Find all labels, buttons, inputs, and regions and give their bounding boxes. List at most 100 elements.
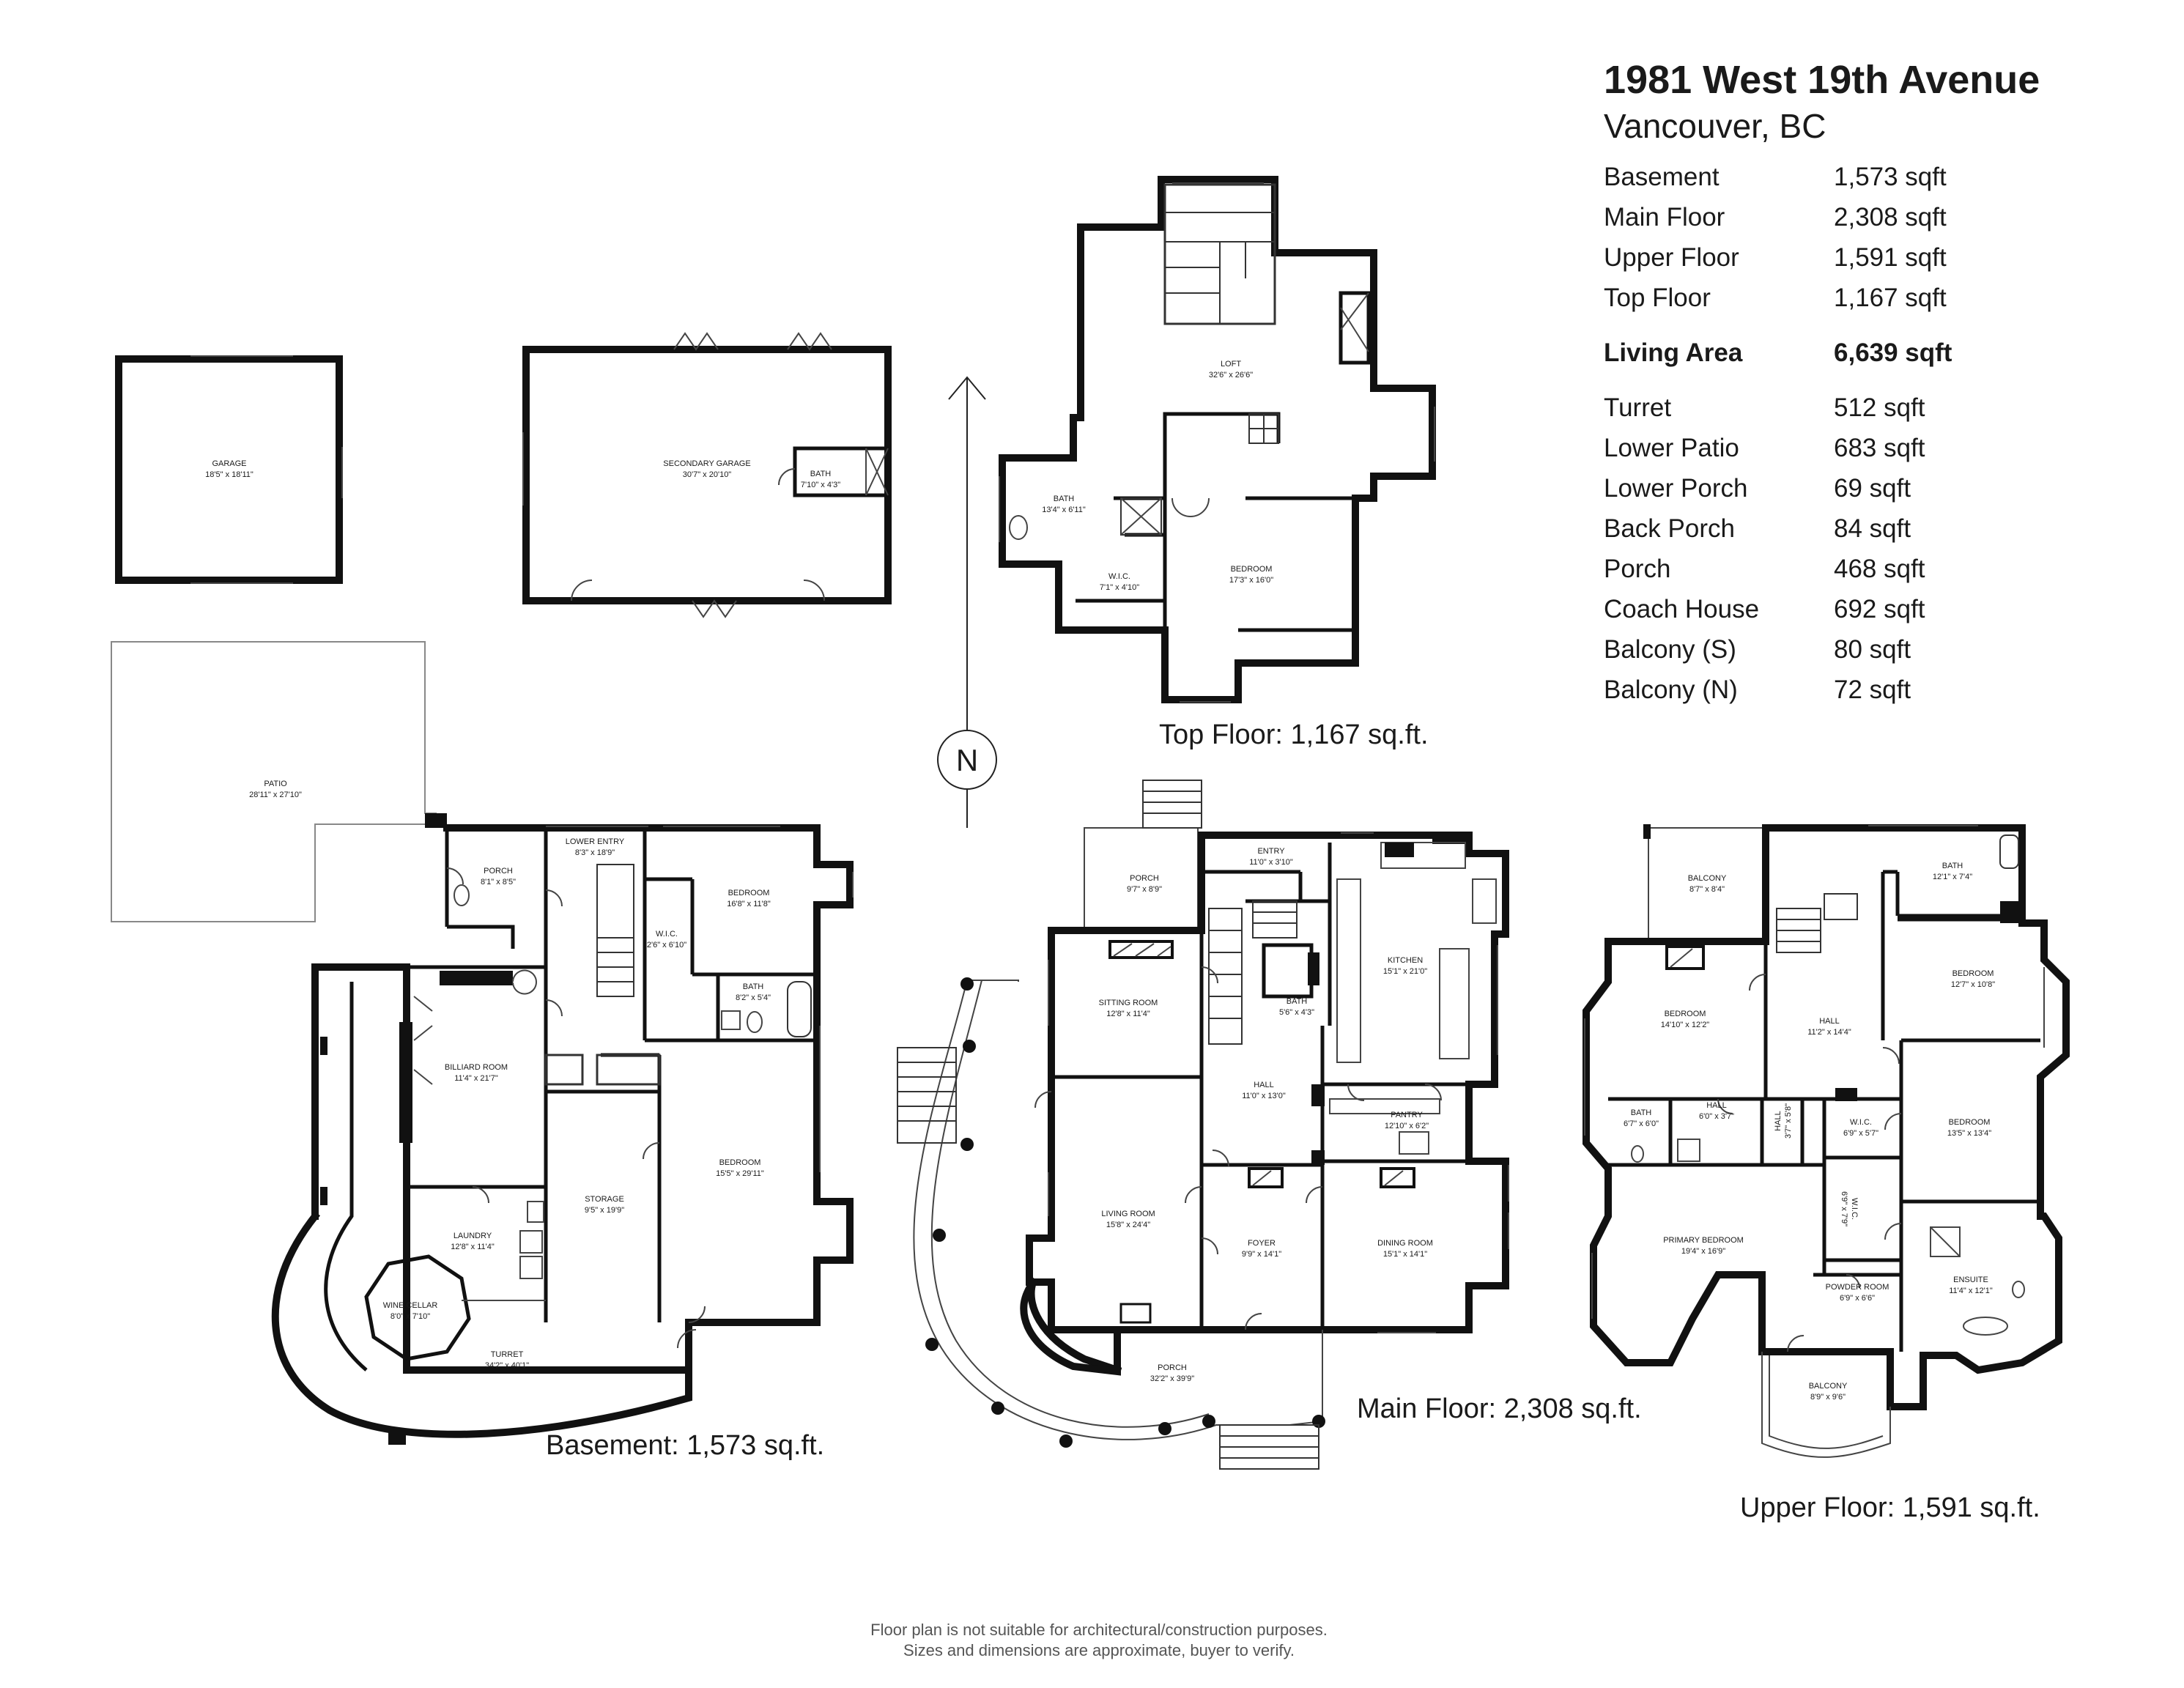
room-name: LIVING ROOM: [1101, 1210, 1155, 1218]
area-name: Upper Floor: [1604, 243, 1739, 272]
room-name: DINING ROOM: [1377, 1239, 1433, 1248]
secondary-garage-plan: [522, 332, 892, 618]
top-floor-plan: [999, 176, 1436, 703]
room-dim: 8'1" x 8'5": [481, 878, 516, 886]
room-name: W.I.C.: [1108, 572, 1130, 581]
room-dim: 12'1" x 7'4": [1933, 873, 1972, 881]
room-name: HALL: [1774, 1111, 1783, 1131]
basement-plan: [271, 824, 854, 1445]
room-name: PRIMARY BEDROOM: [1663, 1236, 1744, 1245]
area-value: 1,573 sqft: [1834, 163, 1947, 191]
north-arrow-icon: [937, 376, 997, 828]
area-name: Basement: [1604, 163, 1720, 191]
area-name: Back Porch: [1604, 514, 1735, 543]
area-name: Main Floor: [1604, 203, 1725, 232]
area-value: 84 sqft: [1834, 514, 1911, 543]
room-dim: 3'7" x 5'8": [1784, 1103, 1793, 1139]
room-name: FOYER: [1248, 1239, 1276, 1248]
room-name: BEDROOM: [719, 1158, 761, 1167]
area-value: 468 sqft: [1834, 555, 1925, 583]
area-name: Top Floor: [1604, 284, 1711, 312]
room-dim: 8'9" x 9'6": [1810, 1393, 1846, 1402]
disclaimer-line-2: Sizes and dimensions are approximate, bu…: [903, 1641, 1295, 1659]
room-name: LOWER ENTRY: [566, 837, 625, 846]
room-name: PORCH: [1158, 1363, 1187, 1372]
upper-floor-plan: [1583, 824, 2070, 1458]
room-dim: 28'11" x 27'10": [249, 791, 302, 799]
room-dim: 2'6" x 6'10": [647, 941, 686, 949]
room-name: BEDROOM: [728, 889, 770, 897]
room-dim: 6'9" x 7'9": [1840, 1191, 1848, 1226]
area-value: 2,308 sqft: [1834, 203, 1947, 232]
room-dim: 8'2" x 5'4": [736, 993, 771, 1002]
room-name: WINE CELLAR: [383, 1301, 438, 1310]
room-dim: 30'7" x 20'10": [683, 470, 732, 479]
compass-letter: N: [956, 743, 978, 777]
property-city: Vancouver, BC: [1604, 107, 1826, 145]
room-name: PORCH: [1130, 874, 1159, 883]
room-dim: 6'7" x 6'0": [1624, 1119, 1659, 1128]
room-dim: 11'0" x 3'10": [1249, 858, 1293, 867]
area-value: 512 sqft: [1834, 393, 1925, 422]
room-dim: 7'10" x 4'3": [801, 481, 840, 489]
area-value: 69 sqft: [1834, 474, 1911, 503]
area-value: 1,591 sqft: [1834, 243, 1947, 272]
porch-column-dots: [925, 977, 1325, 1448]
room-name: ENSUITE: [1953, 1276, 1988, 1284]
room-dim: 5'6" x 4'3": [1279, 1008, 1314, 1017]
room-dim: 12'8" x 11'4": [451, 1243, 495, 1251]
room-dim: 19'4" x 16'9": [1681, 1247, 1725, 1256]
room-dim: 32'2" x 39'9": [1150, 1374, 1194, 1383]
room-dim: 11'4" x 12'1": [1949, 1287, 1993, 1295]
room-dim: 16'8" x 11'8": [727, 900, 771, 908]
room-name: BEDROOM: [1949, 1118, 1991, 1127]
room-name: BALCONY: [1809, 1382, 1848, 1391]
room-name: W.I.C.: [1850, 1198, 1859, 1220]
room-name: W.I.C.: [656, 930, 678, 939]
room-name: W.I.C.: [1850, 1118, 1872, 1127]
room-name: BEDROOM: [1231, 565, 1273, 574]
room-dim: 6'9" x 5'7": [1843, 1129, 1878, 1138]
room-dim: 34'2" x 40'1": [485, 1361, 529, 1370]
area-value: 6,639 sqft: [1834, 338, 1952, 367]
room-dim: 11'0" x 13'0": [1242, 1092, 1286, 1100]
room-dim: 9'5" x 19'9": [585, 1206, 624, 1215]
area-value: 692 sqft: [1834, 595, 1925, 623]
room-dim: 14'10" x 12'2": [1661, 1021, 1710, 1029]
area-value: 72 sqft: [1834, 675, 1911, 704]
room-name: BATH: [1942, 862, 1963, 870]
area-name: Balcony (S): [1604, 635, 1736, 664]
room-dim: 15'5" x 29'11": [716, 1169, 764, 1178]
room-name: BEDROOM: [1665, 1010, 1706, 1018]
room-dim: 15'8" x 24'4": [1106, 1221, 1150, 1229]
area-name: Balcony (N): [1604, 675, 1738, 704]
room-name: HALL: [1819, 1017, 1840, 1026]
room-dim: 11'2" x 14'4": [1807, 1028, 1851, 1037]
garage-plan: [115, 355, 343, 584]
area-name: Turret: [1604, 393, 1672, 422]
room-name: POWDER ROOM: [1826, 1283, 1889, 1292]
area-value: 80 sqft: [1834, 635, 1911, 664]
room-name: GARAGE: [212, 459, 246, 468]
room-dim: 13'4" x 6'11": [1042, 506, 1086, 514]
area-value: 1,167 sqft: [1834, 284, 1947, 312]
room-dim: 13'5" x 13'4": [1947, 1129, 1991, 1138]
area-value: 683 sqft: [1834, 434, 1925, 462]
room-name: BATH: [810, 470, 832, 478]
room-dim: 6'0" x 3'7": [1699, 1112, 1734, 1121]
room-dim: 8'7" x 8'4": [1689, 885, 1725, 894]
area-name: Lower Patio: [1604, 434, 1739, 462]
area-name: Coach House: [1604, 595, 1760, 623]
room-dim: 7'1" x 4'10": [1100, 583, 1139, 592]
room-dim: 12'7" x 10'8": [1951, 980, 1995, 989]
room-name: SITTING ROOM: [1099, 999, 1158, 1007]
basement-caption: Basement: 1,573 sq.ft.: [546, 1430, 824, 1461]
room-dim: 18'5" x 18'11": [205, 470, 253, 479]
patio-plan: [111, 641, 447, 922]
room-name: HALL: [1254, 1081, 1274, 1089]
room-dim: 32'6" x 26'6": [1209, 371, 1253, 380]
room-name: LOFT: [1221, 360, 1241, 369]
main-floor-caption: Main Floor: 2,308 sq.ft.: [1357, 1393, 1642, 1424]
top-floor-caption: Top Floor: 1,167 sq.ft.: [1159, 719, 1429, 750]
room-name: PORCH: [484, 867, 513, 876]
